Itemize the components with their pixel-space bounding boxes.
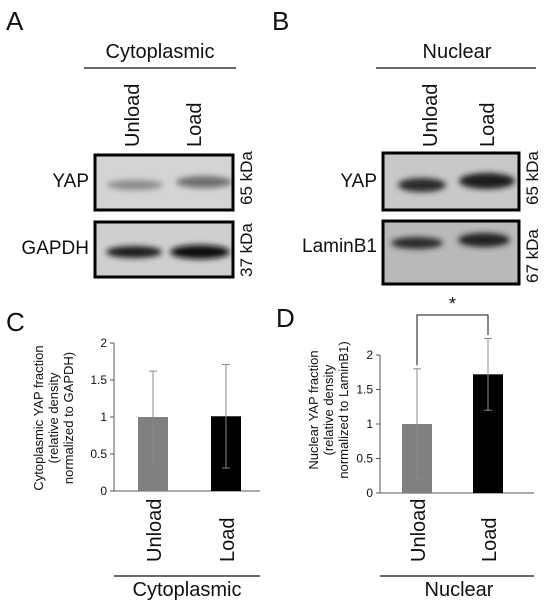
panel-b-laminb1-size: 67 kDa <box>523 229 542 283</box>
panel-a-yap-size: 65 kDa <box>237 151 256 205</box>
band-b-laminb1-unload <box>391 237 443 249</box>
chart-c-ylabel-line-1: Cytoplasmic YAP fraction <box>31 345 46 490</box>
chart-d-ytick-label-4: 2 <box>366 348 373 362</box>
chart-d-ytick-label-0: 0 <box>366 486 373 500</box>
panel-a-gapdh-label: GAPDH <box>21 238 89 259</box>
panel-a-letter: A <box>6 6 24 36</box>
chart-d-ytick-label-1: 0.5 <box>356 452 373 466</box>
panel-a-yap-label: YAP <box>52 171 89 192</box>
band-b-yap-unload <box>398 178 446 192</box>
band-a-yap-unload <box>107 180 163 190</box>
chart-c-ylabel-line-3: normalized to GAPDH) <box>61 352 76 484</box>
chart-d-ylabel-line-3: normalized to LaminB1) <box>336 341 351 478</box>
band-b-laminb1-load <box>458 233 510 247</box>
chart-d-ytick-label-2: 1 <box>366 417 373 431</box>
chart-c-ytick-label-0: 0 <box>100 484 107 498</box>
panel-a-lane-load: Load <box>184 103 206 148</box>
panel-b-lane-load: Load <box>477 103 499 148</box>
panel-b-laminb1-label: LaminB1 <box>302 236 377 257</box>
panel-a-lane-unload: Unload <box>122 84 144 147</box>
band-b-yap-load <box>459 173 515 189</box>
chart-d-ylabel-line-1: Nuclear YAP fraction <box>306 350 321 469</box>
chart-c-ytick-label-2: 1 <box>100 410 107 424</box>
panel-d-letter: D <box>276 303 295 333</box>
panel-b-yap-blot <box>381 151 521 212</box>
panel-a-gapdh-size: 37 kDa <box>237 223 256 277</box>
chart-c-xtick-label-1: Load <box>217 518 239 563</box>
chart-c-ytick-label-3: 1.5 <box>90 373 107 387</box>
panel-b-letter: B <box>272 6 289 36</box>
panel-b-yap-label: YAP <box>340 171 377 192</box>
chart-c-ylabel-line-2: (relative density <box>46 372 61 464</box>
panel-b-compartment: Nuclear <box>423 41 492 63</box>
chart-d-xtick-label-0: Unload <box>408 499 430 562</box>
band-a-gapdh-load <box>170 245 230 259</box>
chart-c-ytick-label-4: 2 <box>100 336 107 350</box>
chart-d-significance-bracket <box>416 314 489 366</box>
panel-a-yap-blot <box>93 153 235 212</box>
chart-d-ytick-label-3: 1.5 <box>356 383 373 397</box>
panel-a-compartment: Cytoplasmic <box>106 41 215 63</box>
chart-d-xtick-label-1: Load <box>479 518 501 563</box>
chart-d-group-label: Nuclear <box>425 579 494 601</box>
panel-b-laminb1-blot <box>381 219 521 286</box>
chart-c-ylabel: Cytoplasmic YAP fraction (relative densi… <box>31 345 76 490</box>
panel-a-gapdh-blot <box>93 220 235 279</box>
chart-c-group-label: Cytoplasmic <box>133 579 242 601</box>
panel-b-lane-unload: Unload <box>420 84 442 147</box>
band-a-gapdh-unload <box>106 246 162 258</box>
chart-c-ytick-label-1: 0.5 <box>90 447 107 461</box>
chart-d-ylabel-line-2: (relative density <box>321 364 336 456</box>
panel-b-yap-size: 65 kDa <box>523 151 542 205</box>
chart-c-xtick-label-0: Unload <box>144 499 166 562</box>
chart-d-significance-star: * <box>449 294 456 314</box>
band-a-yap-load <box>176 176 232 188</box>
panel-c-letter: C <box>6 307 25 337</box>
chart-d-ylabel: Nuclear YAP fraction (relative density n… <box>306 341 351 478</box>
